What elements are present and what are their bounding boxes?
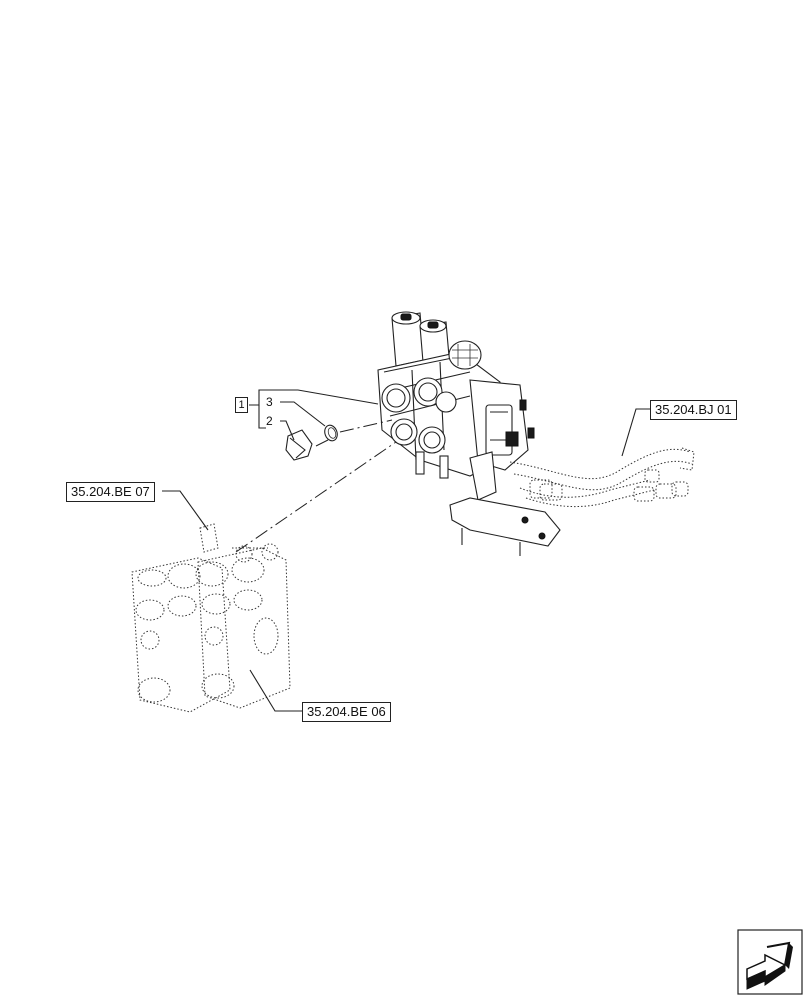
item-number-plug: 2 — [266, 414, 273, 428]
ref-35-204-bj-01[interactable]: 35.204.BJ 01 — [650, 400, 737, 420]
hose-harness — [509, 447, 695, 507]
snap-ring-part[interactable] — [323, 423, 340, 442]
leader-lines — [162, 389, 650, 712]
next-page-arrow-icon[interactable] — [737, 929, 803, 995]
item-number-ring: 3 — [266, 395, 273, 409]
item-number-group: 1 — [235, 397, 248, 413]
ref-35-204-be-07[interactable]: 35.204.BE 07 — [66, 482, 155, 502]
valve-section-assembly — [131, 523, 291, 713]
alignment-lines — [235, 419, 397, 553]
control-valve-assembly — [377, 311, 561, 556]
ref-35-204-be-06[interactable]: 35.204.BE 06 — [302, 702, 391, 722]
plug-part[interactable] — [285, 429, 313, 461]
